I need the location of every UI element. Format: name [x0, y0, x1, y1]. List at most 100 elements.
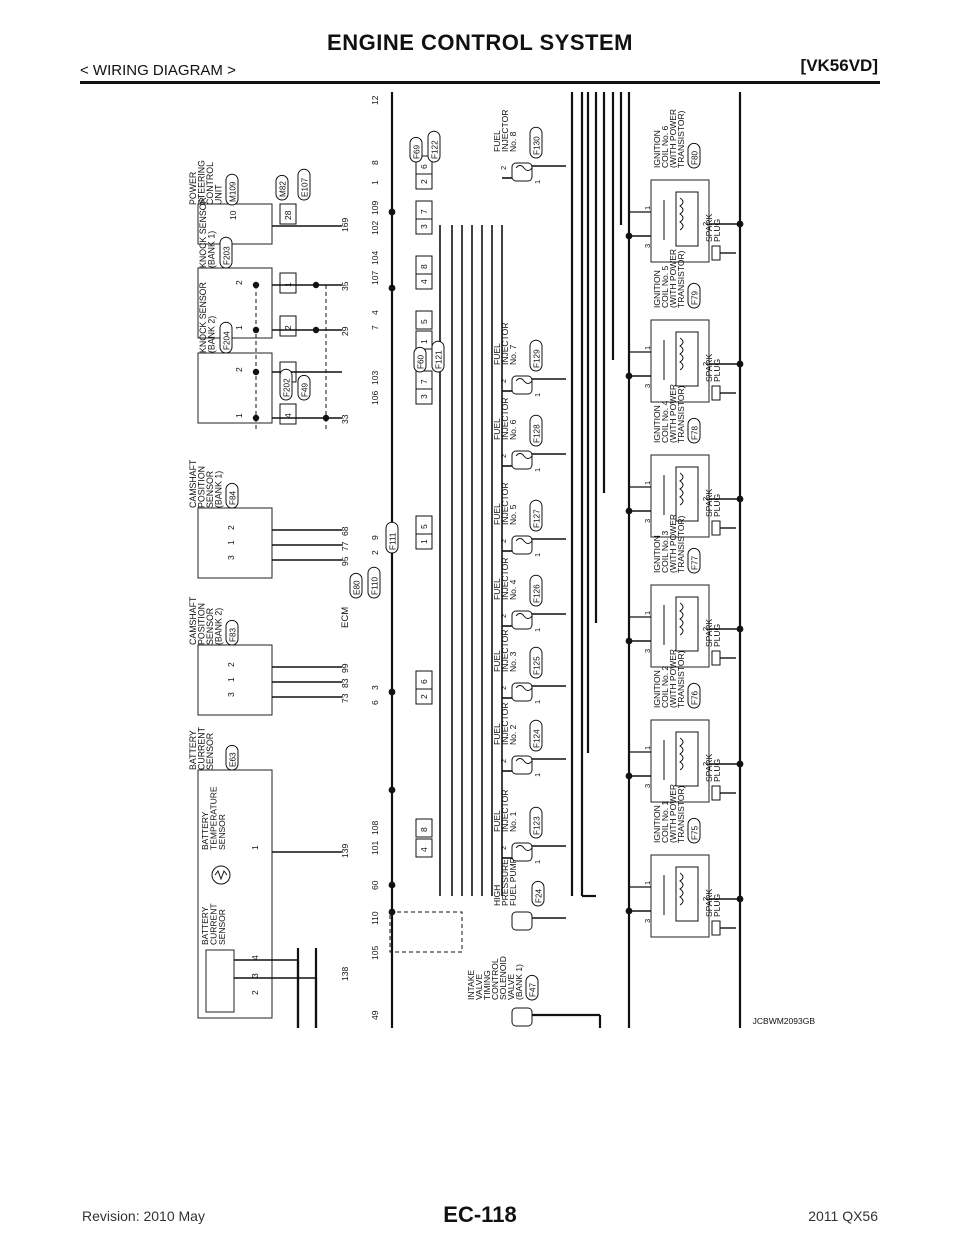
pin-number: 1	[419, 339, 429, 344]
cam1-label: POSITION	[197, 466, 207, 508]
pin-box	[415, 818, 433, 838]
pin-number: 3	[643, 244, 652, 248]
pin-number: 2	[499, 454, 508, 458]
spark-plug-icon	[711, 650, 721, 666]
ecm-pin-number: 139	[340, 844, 350, 858]
ignition-coil-label: COIL No. 2	[660, 666, 670, 708]
pin-number: 2	[701, 897, 710, 901]
pin-number: 1	[643, 481, 652, 485]
pin-number: 1	[283, 282, 293, 287]
connector-tag	[367, 566, 381, 599]
cam1-label: CAMSHAFT	[188, 459, 198, 508]
injector-label: No. 3	[508, 651, 518, 672]
knock2-label: KNOCK SENSOR	[198, 282, 208, 353]
ecm-pin-number: 138	[340, 967, 350, 981]
connector-tag	[297, 168, 311, 201]
connector-id: F111	[389, 532, 398, 550]
battery-sensor-label: BATTERY	[188, 730, 198, 770]
coil-winding-icon	[515, 758, 533, 764]
ecm-pin-number: 4	[370, 310, 380, 315]
battery-temp-label: TEMPERATURE	[209, 786, 219, 850]
pin-box	[415, 255, 433, 275]
ecm-pin-number: 83	[340, 678, 350, 688]
pin-number: 1	[419, 539, 429, 544]
pin-number: 2	[499, 539, 508, 543]
page-number: EC-118	[443, 1202, 517, 1227]
coil-transformer-icon	[675, 191, 699, 247]
coil-winding-icon	[679, 472, 684, 506]
ecm-pin-number: 77	[340, 541, 350, 551]
ecm-pin-number: 104	[370, 251, 380, 265]
pin-number: 4	[419, 279, 429, 284]
spark-plug-icon	[711, 245, 721, 261]
battery-current-inner-box	[205, 949, 235, 1013]
pin-number: 2	[419, 694, 429, 699]
connector-tag	[529, 339, 543, 372]
pin-box	[415, 670, 433, 690]
revision-date: Revision: 2010 May	[82, 1208, 205, 1224]
pin-number: 3	[643, 919, 652, 923]
knock1-label: (BANK 1)	[207, 231, 217, 268]
connector-tag	[385, 521, 399, 554]
connector-tag	[225, 173, 239, 206]
pin-number: 3	[419, 224, 429, 229]
knock2-label: (BANK 2)	[207, 316, 217, 353]
injector-label: FUEL	[492, 503, 502, 525]
ecm-pin-number: 103	[370, 371, 380, 385]
splice-dot	[388, 284, 396, 292]
thermistor-icon	[211, 865, 231, 885]
ecm-pin-number: 95	[340, 556, 350, 566]
spark-plug-label: SPARK	[704, 488, 714, 517]
splice-dot	[736, 625, 744, 633]
knock1-label: KNOCK SENSOR	[198, 197, 208, 268]
spark-plug-label: PLUG	[712, 494, 722, 517]
connector-id: F129	[533, 349, 542, 368]
connector-tag	[529, 719, 543, 752]
ps-unit-label: POWER	[188, 172, 198, 205]
battery-current-label: SENSOR	[217, 909, 227, 945]
pin-number: 1	[643, 881, 652, 885]
splice-dot	[388, 786, 396, 794]
pin-box	[279, 315, 297, 337]
injector-label: INJECTOR	[500, 398, 510, 440]
spark-plug-label: SPARK	[704, 353, 714, 382]
battery-sensor-label: CURRENT	[197, 726, 207, 770]
pin-number: 8	[419, 827, 429, 832]
ecm-pin-number: 60	[370, 880, 380, 890]
spark-plug-label: SPARK	[704, 888, 714, 917]
ignition-coil-label: IGNITION	[652, 405, 662, 443]
hp-fuel-pump-label: PRESSURE	[500, 859, 510, 906]
ecm-pin-number: 3	[370, 685, 380, 690]
ignition-coil-label: (WITH POWER	[668, 649, 678, 708]
injector-label: No. 2	[508, 724, 518, 745]
coil-winding-icon	[679, 197, 684, 231]
ivt-solenoid-label: (BANK 1)	[514, 964, 524, 1000]
ecm-pin-number: 106	[370, 391, 380, 405]
injector-label: INJECTOR	[500, 558, 510, 600]
connector-id: F124	[533, 729, 542, 748]
pin-number: 1	[643, 746, 652, 750]
splice-dot	[312, 326, 320, 334]
pin-number: 5	[419, 524, 429, 529]
injector-label: No. 4	[508, 579, 518, 600]
ignition-coil-label: (WITH POWER	[668, 384, 678, 443]
connector-tag	[219, 321, 233, 354]
pin-number: 1	[234, 325, 244, 330]
injector-label: INJECTOR	[500, 110, 510, 152]
battery-temp-label: SENSOR	[217, 814, 227, 850]
ps-unit-label: STEERING	[197, 160, 207, 205]
pin-number: 2	[226, 525, 236, 530]
pin-number: 2	[419, 179, 429, 184]
pin-number: 3	[226, 692, 236, 697]
ivt-solenoid-label: SOLENOID	[498, 956, 508, 1000]
connector-tag	[529, 499, 543, 532]
dashed-harness	[389, 911, 463, 953]
pin-number: 7	[419, 379, 429, 384]
section-subtitle: < WIRING DIAGRAM >	[80, 62, 236, 79]
ivt-solenoid-label: VALVE	[474, 974, 484, 1000]
pin-number: 3	[643, 384, 652, 388]
splice-dot	[625, 372, 633, 380]
pin-number: 1	[643, 346, 652, 350]
ecm-pin-number: 12	[370, 95, 380, 105]
